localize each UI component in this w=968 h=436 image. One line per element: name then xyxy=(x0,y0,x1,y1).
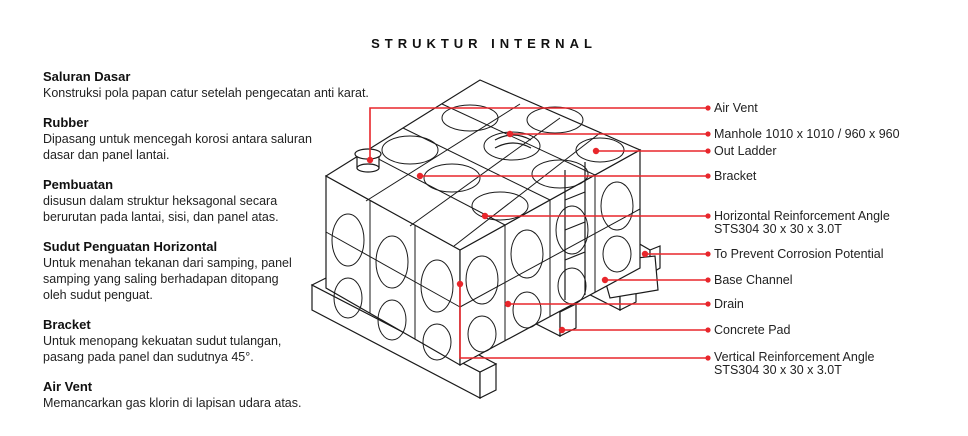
callout-out-ladder: Out Ladder xyxy=(714,144,777,158)
callout-lines xyxy=(369,107,708,359)
page-title: STRUKTUR INTERNAL xyxy=(371,36,597,51)
description-text: Memancarkan gas klorin di lapisan udara … xyxy=(43,396,302,410)
callout-corrosion: To Prevent Corrosion Potential xyxy=(714,247,884,261)
description-text: Untuk menahan tekanan dari samping, pane… xyxy=(43,256,292,302)
description-item: Sudut Penguatan Horizontal Untuk menahan… xyxy=(43,239,423,303)
callout-bracket: Bracket xyxy=(714,169,757,183)
description-title: Rubber xyxy=(43,115,89,130)
description-list: Saluran Dasar Konstruksi pola papan catu… xyxy=(43,69,423,425)
description-item: Bracket Untuk menopang kekuatan sudut tu… xyxy=(43,317,423,365)
panel-ovals xyxy=(331,104,634,361)
description-item: Saluran Dasar Konstruksi pola papan catu… xyxy=(43,69,423,101)
callout-vertical-angle: Vertical Reinforcement Angle STS304 30 x… xyxy=(714,351,875,377)
callout-base-channel: Base Channel xyxy=(714,273,793,287)
callout-concrete-pad: Concrete Pad xyxy=(714,323,791,337)
description-text: Untuk menopang kekuatan sudut tulangan, … xyxy=(43,334,282,364)
callout-dots xyxy=(366,105,711,361)
callout-manhole: Manhole 1010 x 1010 / 960 x 960 xyxy=(714,127,900,141)
callout-drain: Drain xyxy=(714,297,744,311)
description-title: Saluran Dasar xyxy=(43,69,131,84)
description-title: Pembuatan xyxy=(43,177,114,192)
callout-line-1: Horizontal Reinforcement Angle xyxy=(714,209,890,223)
description-title: Bracket xyxy=(43,317,91,332)
description-item: Rubber Dipasang untuk mencegah korosi an… xyxy=(43,115,423,163)
callout-line-2: STS304 30 x 30 x 3.0T xyxy=(714,222,842,236)
callout-line-1: Vertical Reinforcement Angle xyxy=(714,350,875,364)
description-text: Konstruksi pola papan catur setelah peng… xyxy=(43,86,369,100)
callout-line-2: STS304 30 x 30 x 3.0T xyxy=(714,363,842,377)
callout-horizontal-angle: Horizontal Reinforcement Angle STS304 30… xyxy=(714,210,890,236)
panel-grid xyxy=(325,103,641,341)
description-title: Sudut Penguatan Horizontal xyxy=(43,239,218,254)
fixtures xyxy=(354,134,586,300)
description-text: disusun dalam struktur heksagonal secara… xyxy=(43,194,279,224)
description-title: Air Vent xyxy=(43,379,93,394)
description-item: Air Vent Memancarkan gas klorin di lapis… xyxy=(43,379,423,411)
callout-air-vent: Air Vent xyxy=(714,101,758,115)
description-text: Dipasang untuk mencegah korosi antara sa… xyxy=(43,132,312,162)
description-item: Pembuatan disusun dalam struktur heksago… xyxy=(43,177,423,225)
